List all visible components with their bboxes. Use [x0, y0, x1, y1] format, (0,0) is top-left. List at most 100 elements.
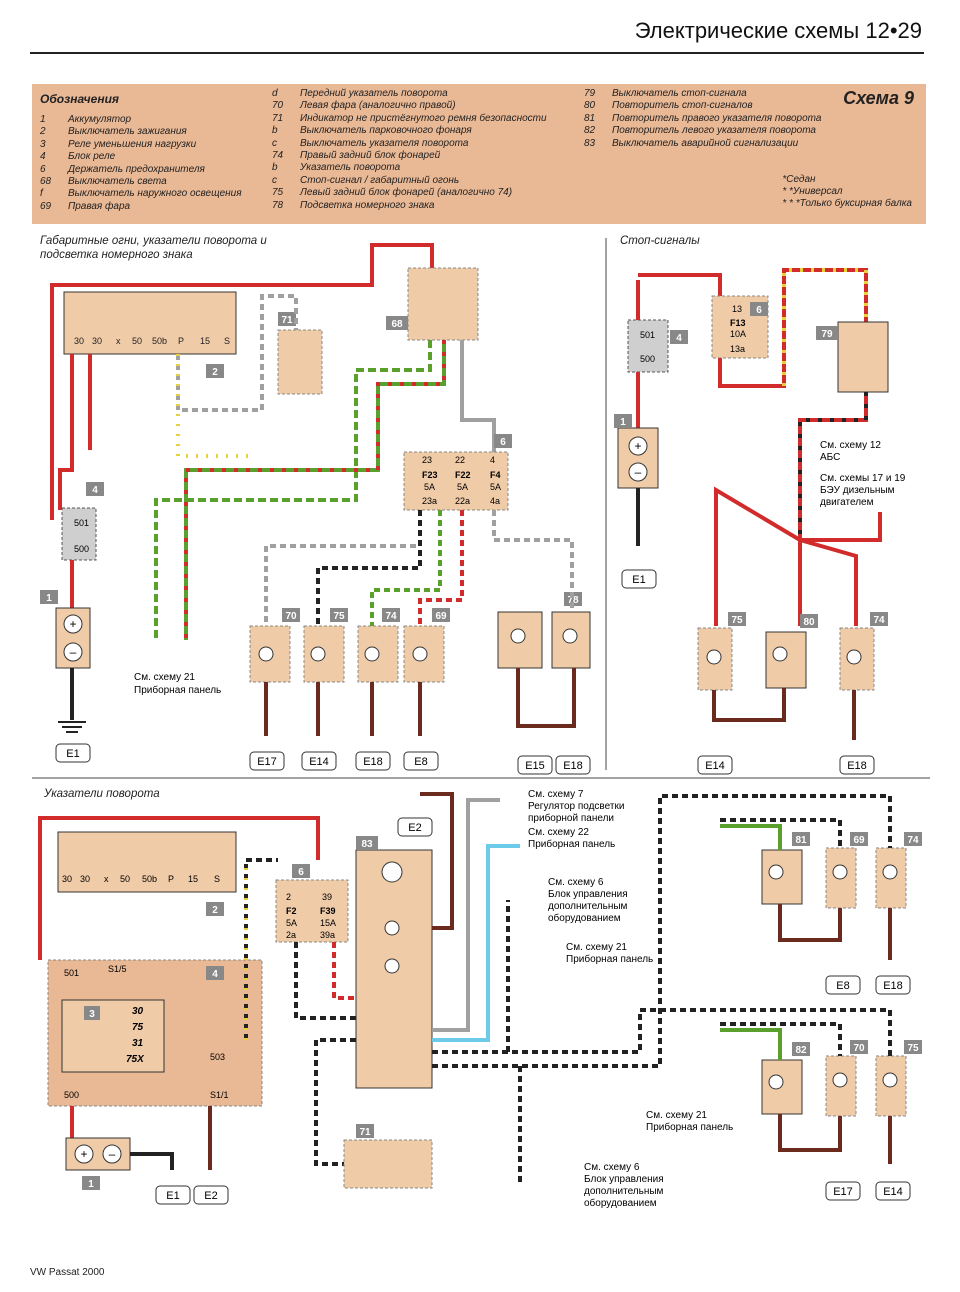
svg-text:4: 4 — [92, 485, 98, 496]
wire-gr-sw — [154, 340, 432, 640]
ground-e1-label: E1 — [66, 748, 79, 760]
svg-text:69: 69 — [435, 611, 447, 622]
svg-text:74: 74 — [907, 835, 919, 846]
legend-note: * *Универсал — [782, 186, 843, 197]
svg-text:См. схему 22: См. схему 22 — [528, 827, 589, 838]
legend-key: 6 — [40, 163, 46, 175]
wire-br-e2 — [420, 792, 454, 930]
page-title: Электрические схемы 12•29 — [634, 18, 922, 43]
wire-gn-ro-stripe — [184, 340, 446, 640]
svg-text:83: 83 — [361, 839, 373, 850]
legend-value: Выключатель указателя поворота — [300, 137, 469, 149]
svg-text:15: 15 — [188, 874, 198, 884]
svg-text:F22: F22 — [455, 470, 471, 480]
svg-text:70: 70 — [853, 1043, 865, 1054]
legend-key: 81 — [584, 112, 596, 124]
svg-text:P: P — [178, 336, 184, 346]
wire-ro-stop — [638, 273, 722, 300]
legend-value: Выключатель аварийной сигнализации — [612, 137, 799, 149]
legend-value: Аккумулятор — [68, 114, 132, 125]
wire-bl — [432, 844, 520, 1042]
legend-value: Повторитель стоп-сигналов — [612, 100, 753, 112]
svg-text:5A: 5A — [457, 482, 468, 492]
legend-key: c — [272, 174, 277, 186]
scheme-number: Схема 9 — [843, 88, 914, 108]
wire-sw-gn — [432, 1008, 780, 1054]
svg-text:501: 501 — [640, 330, 655, 340]
svg-text:15: 15 — [200, 336, 210, 346]
svg-text:E14: E14 — [705, 760, 725, 772]
svg-text:См. схему 6: См. схему 6 — [548, 877, 604, 888]
svg-text:оборудованием: оборудованием — [548, 912, 621, 924]
svg-text:оборудованием: оборудованием — [584, 1197, 657, 1209]
lamp-74: 74 — [357, 608, 400, 683]
svg-text:E8: E8 — [414, 756, 427, 768]
tag-2-label: 2 — [212, 367, 218, 378]
svg-text:15A: 15A — [320, 918, 336, 928]
svg-text:АБС: АБС — [820, 452, 840, 463]
svg-text:E18: E18 — [883, 980, 903, 992]
ground-e1 — [55, 743, 91, 763]
legend-key: 4 — [40, 151, 46, 163]
light-switch-68 — [407, 267, 479, 341]
plate-light-78: 78 — [497, 592, 591, 669]
svg-text:двигателем: двигателем — [820, 497, 874, 508]
svg-text:70: 70 — [285, 611, 297, 622]
svg-text:22: 22 — [455, 455, 465, 465]
svg-text:3: 3 — [89, 1009, 95, 1020]
footer-model: VW Passat 2000 — [30, 1267, 105, 1278]
lamp-75: 75 — [303, 608, 348, 683]
tag-68 — [386, 316, 408, 330]
svg-text:75: 75 — [333, 611, 345, 622]
relay-block-4 — [61, 507, 97, 561]
svg-text:71: 71 — [281, 315, 293, 326]
lamp-70: 70 — [249, 608, 300, 683]
wire-gr-b — [432, 798, 500, 1032]
svg-text:2a: 2a — [286, 930, 296, 940]
legend-row: 80 Повторитель стоп-сигналов — [584, 100, 821, 112]
svg-text:Блок управления: Блок управления — [584, 1174, 664, 1185]
svg-text:81: 81 — [795, 835, 807, 846]
lamp-70-turn: 70 — [825, 1040, 868, 1117]
svg-text:F13: F13 — [730, 318, 746, 328]
svg-text:БЭУ дизельным: БЭУ дизельным — [820, 485, 895, 496]
svg-text:50: 50 — [132, 336, 142, 346]
svg-text:Приборная панель: Приборная панель — [134, 684, 221, 696]
legend-value: Повторитель правого указателя поворота — [612, 112, 822, 124]
legend-key: d — [272, 88, 278, 99]
svg-text:F23: F23 — [422, 470, 438, 480]
svg-text:Приборная панель: Приборная панель — [646, 1121, 733, 1133]
svg-text:F39: F39 — [320, 906, 336, 916]
svg-text:См. схему 7: См. схему 7 — [528, 789, 584, 800]
svg-text:2: 2 — [212, 905, 218, 916]
legend-key: 80 — [584, 100, 596, 112]
lamp-75-stop: 75 — [697, 612, 746, 691]
legend-row: 81 Повторитель правого указателя поворота — [584, 113, 821, 125]
svg-text:S: S — [224, 336, 230, 346]
legend-key: 3 — [40, 138, 46, 150]
svg-text:E2: E2 — [408, 822, 421, 834]
legend-value: Индикатор не пристёгнутого ремня безопас… — [300, 112, 547, 124]
svg-text:5A: 5A — [424, 482, 435, 492]
svg-text:S1/5: S1/5 — [108, 964, 127, 974]
svg-text:79: 79 — [821, 329, 833, 340]
svg-text:23a: 23a — [422, 496, 437, 506]
svg-text:–: – — [70, 645, 77, 659]
tag-2 — [206, 364, 224, 378]
svg-text:31: 31 — [132, 1038, 144, 1049]
ignition-switch-2-turn — [57, 831, 237, 893]
tag-1 — [40, 590, 58, 604]
svg-text:50b: 50b — [142, 874, 157, 884]
fuse-block-6-turn — [275, 879, 349, 943]
